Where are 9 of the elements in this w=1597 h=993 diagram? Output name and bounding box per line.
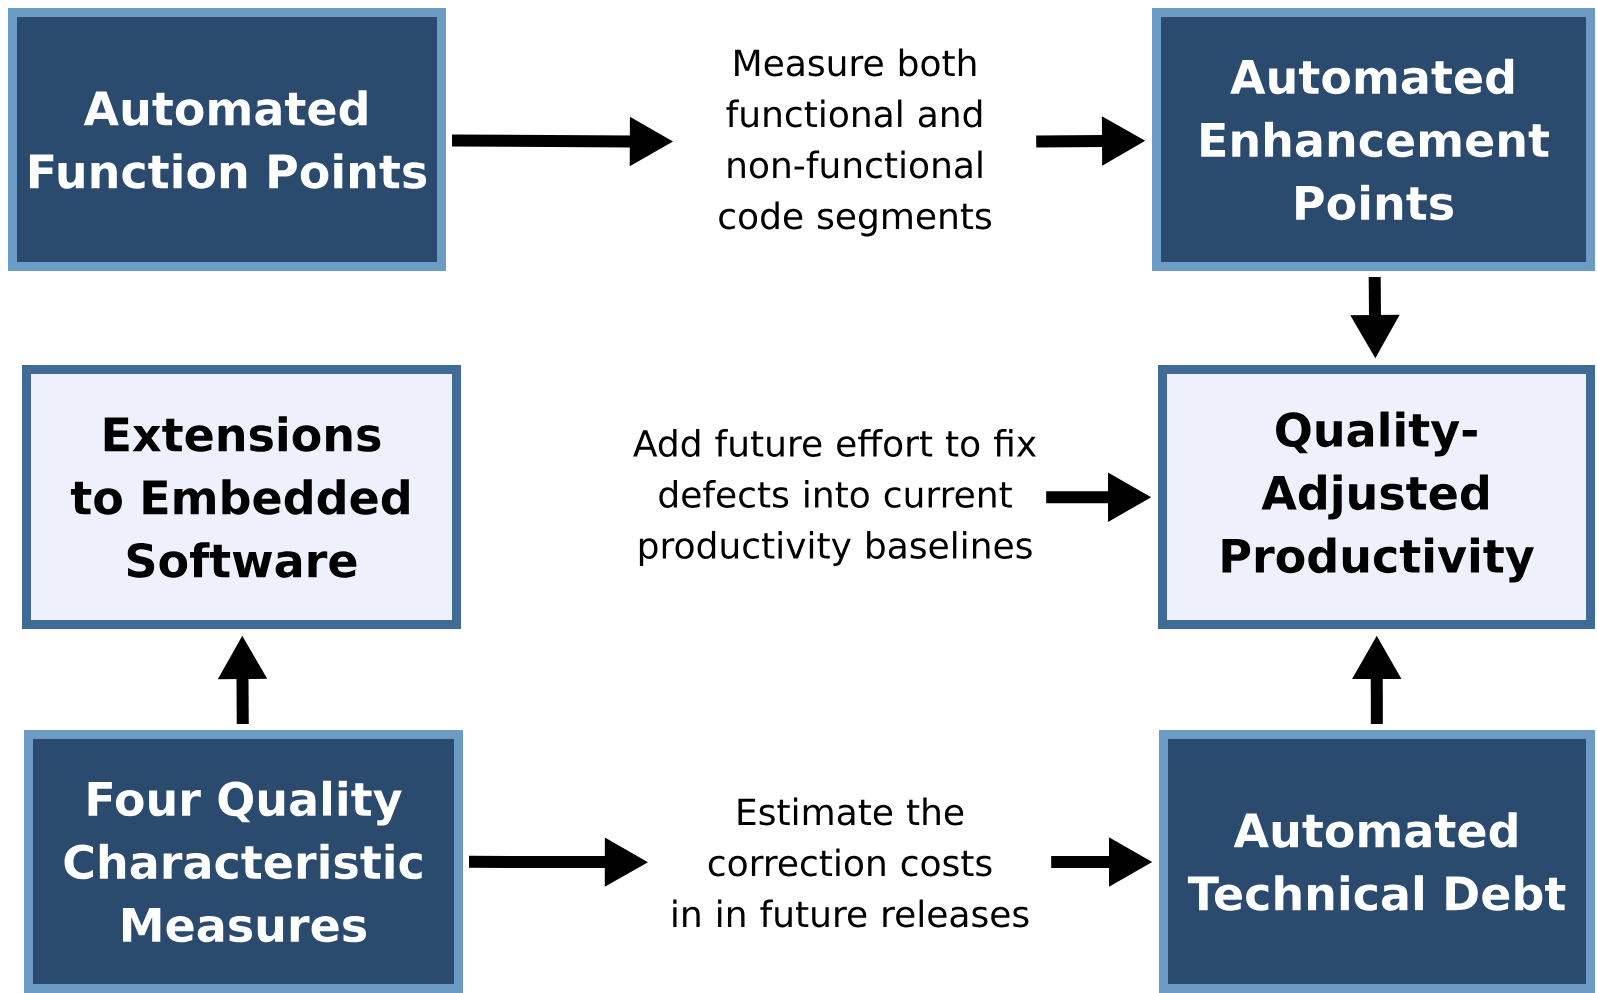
process-box: Extensions to Embedded Software bbox=[22, 365, 461, 629]
step-text: Add future effort to fix defects into current productivity baselines bbox=[633, 429, 1036, 566]
process-box: Automated Enhancement Points bbox=[1152, 8, 1595, 271]
process-box: Automated Technical Debt bbox=[1159, 730, 1595, 993]
process-box: Automated Function Points bbox=[8, 8, 446, 271]
step-text: Measure both functional and non-functional code segments bbox=[719, 48, 991, 237]
process-box: Quality-Adjusted Productivity bbox=[1158, 365, 1595, 629]
step-text: Estimate the correction costs in in future releases bbox=[673, 797, 1029, 928]
process-box: Four Quality Characteristic Measures bbox=[24, 730, 463, 993]
